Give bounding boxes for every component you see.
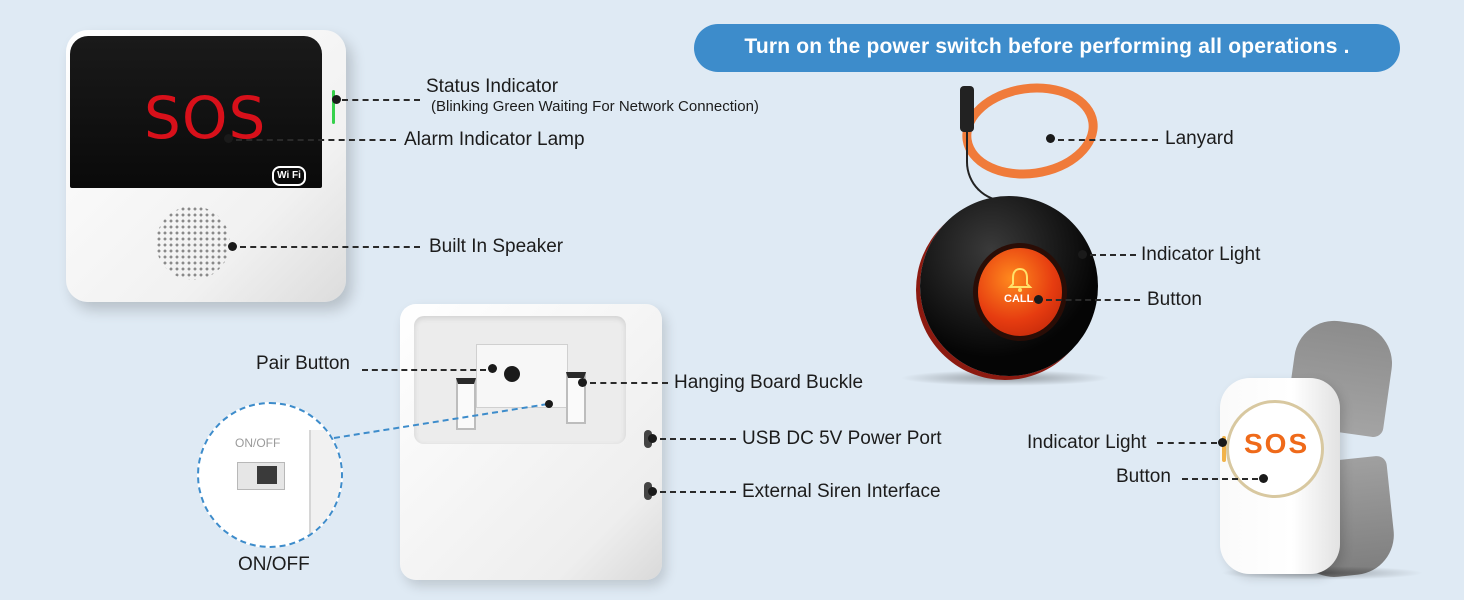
- unit-display: SOS Wi Fi: [70, 36, 322, 188]
- instruction-banner: Turn on the power switch before performi…: [694, 24, 1400, 72]
- usb-port-label: USB DC 5V Power Port: [742, 428, 942, 449]
- lanyard-leader: [1058, 139, 1158, 141]
- bell-icon: [1007, 267, 1033, 292]
- pair-button-leader: [362, 369, 486, 371]
- pair-button: [504, 366, 520, 382]
- watch-indicator-marker: [1218, 438, 1227, 447]
- pendant-indicator-leader: [1090, 254, 1136, 256]
- status-indicator-label: Status Indicator: [426, 76, 559, 97]
- alarm-lamp-label: Alarm Indicator Lamp: [404, 129, 585, 150]
- call-text: CALL: [1004, 293, 1034, 305]
- power-switch-zoom: ON/OFF: [197, 402, 343, 548]
- sos-display-text: SOS: [144, 84, 267, 152]
- speaker-label: Built In Speaker: [429, 236, 564, 257]
- on-off-label: ON/OFF: [238, 554, 310, 575]
- watch-button-label: Button: [1116, 466, 1171, 487]
- power-switch: [257, 466, 277, 484]
- switch-printed-label: ON/OFF: [235, 436, 281, 450]
- siren-leader: [660, 491, 736, 493]
- speaker-grille: [156, 206, 230, 280]
- lanyard-label: Lanyard: [1165, 128, 1234, 149]
- watch-button-marker: [1259, 474, 1268, 483]
- zoom-device-edge: [309, 430, 341, 546]
- siren-marker: [648, 487, 657, 496]
- mounting-recess: [414, 316, 626, 444]
- alarm-lamp-leader: [236, 139, 396, 141]
- buckle-leader: [590, 382, 668, 384]
- alarm-lamp-marker: [224, 134, 233, 143]
- watch-sos-text: SOS: [1244, 428, 1310, 459]
- lanyard-cord: [966, 132, 1028, 202]
- pendant-button-marker: [1034, 295, 1043, 304]
- watch-indicator-label: Indicator Light: [1027, 432, 1147, 453]
- pendant-shadow: [900, 370, 1110, 386]
- wifi-icon: Wi Fi: [272, 166, 306, 186]
- pendant-button-leader: [1046, 299, 1140, 301]
- status-indicator-led: [332, 90, 335, 124]
- watch-sos-button: [1226, 400, 1324, 498]
- hanging-buckle-left: [456, 378, 476, 430]
- lanyard-marker: [1046, 134, 1055, 143]
- buckle-marker: [578, 378, 587, 387]
- watch-indicator-light: [1222, 436, 1226, 462]
- status-indicator-leader: [342, 99, 420, 101]
- status-indicator-marker: [332, 95, 341, 104]
- pendant-indicator-marker: [1078, 250, 1087, 259]
- main-sos-unit: SOS Wi Fi: [66, 30, 346, 302]
- watch-button-leader: [1182, 478, 1258, 480]
- buckle-label: Hanging Board Buckle: [674, 372, 864, 393]
- pendant-indicator-label: Indicator Light: [1141, 244, 1261, 265]
- pair-button-marker: [488, 364, 497, 373]
- watch-indicator-leader: [1157, 442, 1217, 444]
- speaker-leader: [240, 246, 420, 248]
- speaker-marker: [228, 242, 237, 251]
- pendant-button-label: Button: [1147, 289, 1202, 310]
- usb-port-leader: [660, 438, 736, 440]
- usb-port-marker: [648, 434, 657, 443]
- siren-label: External Siren Interface: [742, 481, 941, 502]
- lanyard-clip: [960, 86, 974, 132]
- pair-button-label: Pair Button: [256, 353, 350, 374]
- zoom-pointer-line: [333, 400, 553, 439]
- back-unit: [400, 304, 662, 580]
- status-indicator-note: (Blinking Green Waiting For Network Conn…: [431, 98, 759, 115]
